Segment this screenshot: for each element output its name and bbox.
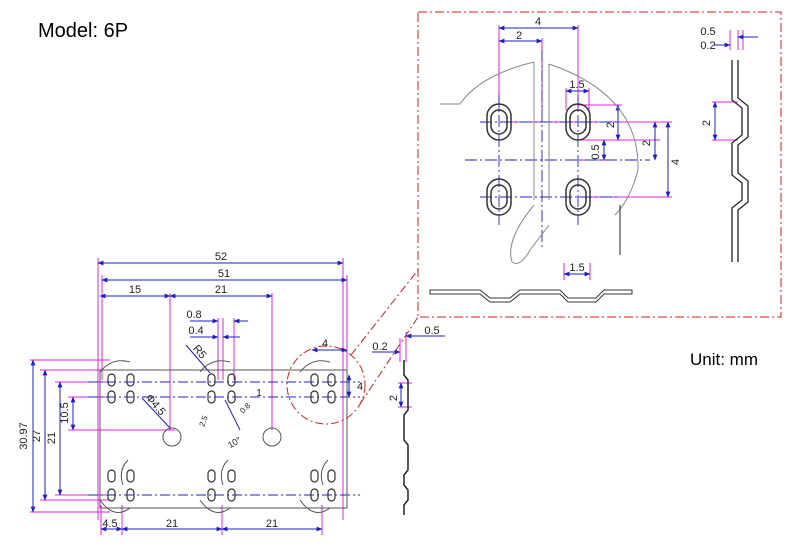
dim-callout-height: 4	[357, 381, 363, 393]
dim-angle-small-0: 0.8	[238, 401, 253, 416]
slot	[310, 390, 319, 404]
slot	[227, 488, 236, 502]
detail-side-thickness: 0.5	[700, 26, 715, 38]
slot	[327, 390, 336, 404]
detail-side-offset: 0.2	[700, 40, 715, 52]
dim-height-30-97: 30.97	[18, 422, 30, 450]
detail-side-profile	[731, 60, 749, 262]
side-height: 2	[388, 395, 400, 401]
dim-overall-52: 52	[215, 251, 227, 263]
detail-slot-pitch-v: 4	[670, 159, 682, 165]
detail-half-pitch: 2	[516, 30, 522, 42]
dim-pitch-15: 15	[129, 284, 141, 296]
slot	[126, 390, 135, 404]
dim-height-27: 27	[31, 430, 43, 442]
plan-view: 52 51 15 21 0.8 0.4 R5 Φ4.5 0.8 2.5 10° …	[18, 251, 419, 535]
unit-label: Unit: mm	[690, 350, 758, 369]
dim-radius: R5	[190, 343, 208, 361]
detail-bottom-slot: 1.5	[569, 262, 584, 274]
slot	[310, 469, 319, 483]
plan-slots	[107, 373, 336, 502]
detail-slot-half-v: 2	[641, 140, 653, 146]
slot	[227, 469, 236, 483]
dim-0-4: 0.4	[188, 325, 203, 337]
detail-callout-circle	[286, 345, 366, 425]
detail-view: 4 2 1.5 4 2 2 0.5 1.5 0.5 0.2 2	[417, 11, 782, 318]
detail-slot	[565, 103, 591, 141]
dim-height-10-5: 10.5	[59, 402, 71, 423]
plan-extension-lines	[30, 258, 348, 535]
detail-border	[417, 11, 782, 318]
slot	[207, 488, 216, 502]
dim-bottom-4-5: 4.5	[102, 518, 117, 530]
detail-slot	[565, 178, 591, 216]
detail-slot-width: 1.5	[569, 79, 584, 91]
slot	[227, 390, 236, 404]
slot	[107, 469, 116, 483]
detail-slot-gap: 0.5	[590, 144, 602, 159]
plan-center-lines	[88, 381, 360, 496]
dim-height-21: 21	[46, 432, 58, 444]
detail-top-pitch: 4	[535, 16, 541, 28]
slot	[227, 373, 236, 387]
dim-callout-pitch: 4	[322, 338, 328, 350]
dim-0-8: 0.8	[186, 309, 201, 321]
detail-side-height: 2	[701, 120, 713, 126]
slot	[207, 373, 216, 387]
part-outline	[99, 360, 348, 513]
plan-dimension-lines	[30, 260, 348, 532]
slot	[126, 488, 135, 502]
detail-slot	[486, 178, 512, 216]
slot	[327, 469, 336, 483]
slot	[107, 390, 116, 404]
slot	[126, 469, 135, 483]
dim-angle: 10°	[226, 434, 243, 450]
model-title: Model: 6P	[38, 20, 129, 42]
dim-hole-dia: Φ4.5	[143, 392, 168, 418]
dim-bottom-21-a: 21	[166, 518, 178, 530]
dim-angle-small-1: 2.5	[198, 414, 210, 428]
dim-overall-51: 51	[218, 268, 230, 280]
dim-callout-1: 1	[256, 388, 262, 399]
dim-bottom-21-b: 21	[266, 518, 278, 530]
slot	[310, 488, 319, 502]
detail-profile-strip	[429, 289, 633, 303]
slot	[126, 373, 135, 387]
detail-slot	[486, 103, 512, 141]
dim-pitch-21: 21	[215, 284, 227, 296]
slot	[310, 373, 319, 387]
side-offset: 0.2	[372, 341, 387, 353]
slot	[107, 488, 116, 502]
slot	[207, 390, 216, 404]
slot	[207, 469, 216, 483]
detail-slot-height: 2	[605, 122, 617, 128]
slot	[107, 373, 116, 387]
slot	[327, 488, 336, 502]
side-thickness: 0.5	[424, 325, 439, 337]
side-view: 0.5 0.2 2	[372, 325, 445, 515]
slot	[327, 373, 336, 387]
